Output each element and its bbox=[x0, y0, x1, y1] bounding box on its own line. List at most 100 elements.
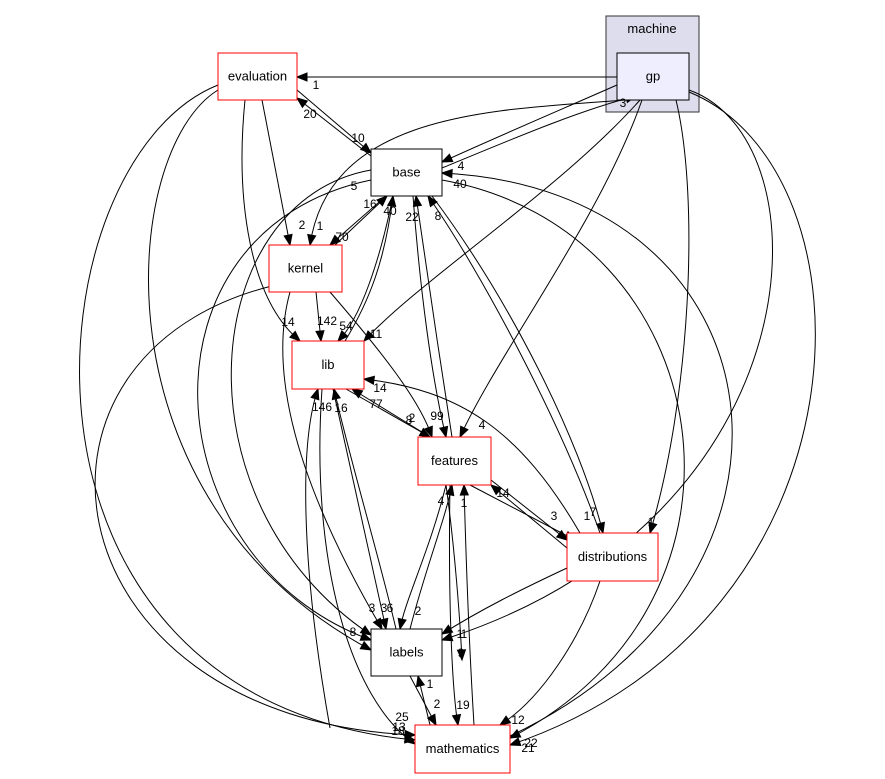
edge-features-to-distributions bbox=[490, 479, 568, 541]
edge-label-labels-to-base: 5 bbox=[351, 179, 358, 193]
node-box-kernel[interactable] bbox=[268, 244, 343, 293]
edges-layer bbox=[79, 72, 816, 747]
edge-features-to-lib bbox=[351, 388, 431, 438]
node-mathematics[interactable]: mathematics bbox=[414, 724, 511, 774]
edge-lib-to-base bbox=[344, 195, 394, 342]
edge-kernel-to-labels bbox=[282, 291, 383, 630]
edge-arrowhead bbox=[331, 387, 341, 401]
edge-arrowhead bbox=[648, 521, 658, 535]
edge-base-to-distributions bbox=[431, 195, 604, 534]
node-lib[interactable]: lib bbox=[291, 340, 365, 390]
edge-distributions-to-lib bbox=[363, 378, 581, 534]
edge-arrowhead bbox=[359, 142, 373, 154]
edge-arrowhead bbox=[295, 72, 308, 82]
edge-evaluation-to-base bbox=[296, 89, 372, 154]
edge-arrowhead bbox=[379, 617, 389, 631]
edge-label-gp-to-features: 4 bbox=[479, 418, 486, 432]
edge-label-base-to-kernel: 70 bbox=[335, 230, 349, 244]
edge-label-labels-to-mathematics: 2 bbox=[434, 697, 441, 711]
node-features[interactable]: features bbox=[417, 436, 492, 486]
node-box-features[interactable] bbox=[417, 436, 492, 486]
edge-label-gp-to-mathematics: 21 bbox=[521, 741, 535, 755]
edge-evaluation-to-labels bbox=[147, 89, 372, 651]
edge-label-features-to-distributions: 1 bbox=[584, 509, 591, 523]
edge-arrowhead bbox=[362, 375, 376, 385]
edge-lib-to-mathematics bbox=[445, 484, 463, 661]
edge-arrowhead bbox=[489, 484, 503, 496]
edge-arrowhead bbox=[350, 388, 364, 399]
edge-base-to-kernel bbox=[329, 195, 387, 246]
node-box-gp[interactable] bbox=[616, 52, 690, 101]
edge-labels-to-base bbox=[197, 179, 372, 641]
node-box-base[interactable] bbox=[370, 148, 443, 197]
edge-label-lib-to-base: 40 bbox=[383, 204, 397, 218]
node-gp[interactable]: gp bbox=[616, 52, 690, 101]
node-label-gp: gp bbox=[646, 69, 660, 84]
edge-base-to-evaluation bbox=[296, 97, 372, 157]
edge-kernel-to-features bbox=[329, 291, 433, 438]
edge-label-gp-to-lib: 11 bbox=[370, 327, 383, 341]
edge-base-to-lib bbox=[337, 195, 394, 342]
node-box-labels[interactable] bbox=[370, 628, 443, 677]
cluster-label: machine bbox=[627, 21, 676, 36]
node-label-kernel: kernel bbox=[288, 261, 324, 276]
edge-base-to-gp bbox=[441, 95, 637, 169]
edge-label-kernel-to-lib: 142 bbox=[317, 314, 337, 328]
edge-label-gp-to-evaluation: 1 bbox=[313, 78, 320, 92]
edge-label-labels-to-lib: 16 bbox=[334, 401, 348, 415]
edge-arrowhead bbox=[403, 733, 417, 745]
nodes-layer: gp evaluation base kernel lib features distrib… bbox=[217, 52, 690, 774]
node-box-evaluation[interactable] bbox=[217, 52, 298, 101]
edge-distributions-to-mathematics bbox=[499, 580, 601, 726]
node-evaluation[interactable]: evaluation bbox=[217, 52, 298, 101]
edge-label-evaluation-to-mathematics: 18 bbox=[391, 724, 405, 738]
edge-arrowhead bbox=[359, 640, 373, 651]
node-box-mathematics[interactable] bbox=[414, 724, 511, 774]
node-base[interactable]: base bbox=[370, 148, 443, 197]
edge-label-base-to-features: 99 bbox=[430, 409, 444, 423]
edge-arrowhead bbox=[498, 715, 512, 726]
edge-label-base-to-mathematics: 22 bbox=[524, 736, 538, 750]
edge-features-to-labels bbox=[399, 484, 447, 630]
edge-label-kernel-to-features: 2 bbox=[409, 411, 416, 425]
node-label-features: features bbox=[431, 453, 478, 468]
edge-distributions-to-labels bbox=[441, 567, 568, 635]
edge-labels-to-features bbox=[409, 484, 453, 630]
edge-arrowhead bbox=[412, 194, 423, 208]
edge-base-to-mathematics bbox=[441, 179, 685, 739]
edge-arrowhead bbox=[440, 168, 453, 179]
edge-label-distributions-to-mathematics: 12 bbox=[511, 713, 525, 727]
edge-arrowhead bbox=[310, 387, 320, 401]
edge-arrowhead bbox=[459, 425, 469, 439]
edge-arrowhead bbox=[359, 625, 373, 636]
node-box-distributions[interactable] bbox=[566, 532, 659, 582]
edge-evaluation-to-lib bbox=[241, 99, 301, 342]
edge-gp-to-lib bbox=[363, 99, 641, 342]
edge-gp-to-mathematics bbox=[509, 91, 816, 746]
edge-kernel-to-mathematics bbox=[94, 281, 416, 736]
node-kernel[interactable]: kernel bbox=[268, 244, 343, 293]
node-box-lib[interactable] bbox=[291, 340, 365, 390]
edge-arrowhead bbox=[438, 425, 449, 439]
edge-label-kernel-to-base: 16 bbox=[363, 197, 377, 211]
edge-label-gp-to-kernel: 1 bbox=[317, 219, 324, 233]
edge-label-base-to-lib: 54 bbox=[339, 319, 353, 333]
edge-arrowhead bbox=[337, 330, 349, 342]
edge-features-to-distributions bbox=[469, 484, 576, 541]
node-labels[interactable]: labels bbox=[370, 628, 443, 677]
edge-features-to-base bbox=[415, 195, 453, 438]
edge-labels-layer: 1431114112110202148187016544099223522408… bbox=[281, 78, 654, 755]
edge-label-mathematics-to-labels: 1 bbox=[427, 677, 434, 691]
edge-label-distributions-to-labels: 1 bbox=[461, 627, 468, 641]
edge-arrowhead bbox=[386, 194, 397, 208]
edge-features-to-mathematics bbox=[448, 484, 459, 726]
edge-arrowhead bbox=[427, 194, 438, 208]
node-distributions[interactable]: distributions bbox=[566, 532, 659, 582]
edge-arrowhead bbox=[440, 153, 454, 163]
edge-arrowhead bbox=[440, 624, 454, 635]
edge-arrowhead bbox=[289, 330, 302, 342]
edge-gp-to-base bbox=[441, 84, 618, 163]
edge-label-features-to-distributions: 3 bbox=[551, 509, 558, 523]
edge-lib-to-mathematics bbox=[319, 388, 416, 745]
edge-lib-to-features bbox=[345, 388, 431, 438]
